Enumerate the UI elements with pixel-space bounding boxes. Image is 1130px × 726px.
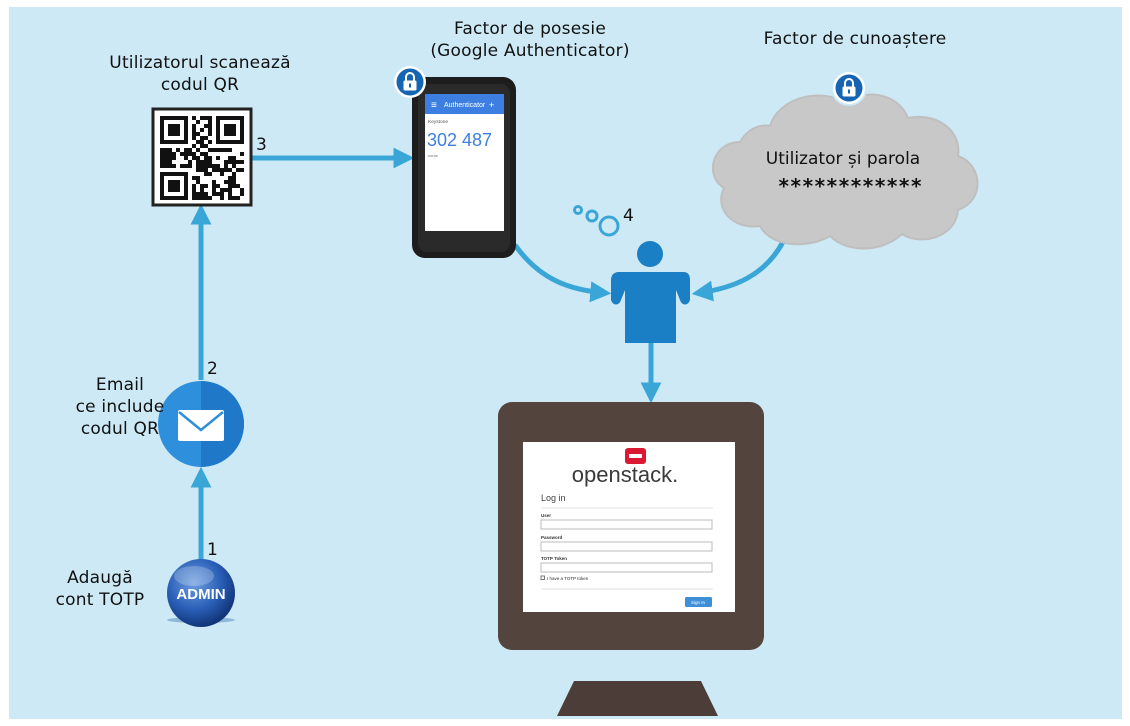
authenticator-app-title: Authenticator <box>444 102 486 109</box>
user-label: User <box>541 513 551 518</box>
authenticator-account: Keystone <box>428 119 448 125</box>
login-heading: Log in <box>541 493 566 503</box>
step-2: 2 <box>207 359 218 379</box>
email-envelope-icon <box>158 381 244 467</box>
totp-field <box>540 562 713 573</box>
totp-label: TOTP Token <box>541 556 567 561</box>
phone <box>412 77 516 258</box>
lock-icon <box>833 72 865 104</box>
arrow-phone-to-user <box>512 243 612 303</box>
knowledge-factor-label: Factor de cunoaștere <box>763 29 947 49</box>
authenticator-code-sub: name <box>428 153 439 158</box>
lock-icon <box>394 66 426 98</box>
admin-badge-icon <box>167 559 235 627</box>
thought-bubbles <box>573 205 620 237</box>
user-field <box>540 519 713 530</box>
password-label: Password <box>541 535 563 540</box>
cloud-password-mask: ************ <box>778 174 923 198</box>
credentials-cloud <box>711 70 979 250</box>
openstack-logo-icon <box>625 448 646 464</box>
cloud-credentials: Utilizator și parola <box>766 149 920 169</box>
sign-in-label: Sign In <box>691 600 706 605</box>
totp-checkbox-label: I have a TOTP token <box>547 576 589 581</box>
authenticator-menu-icon: ≡ <box>431 100 437 111</box>
scan-qr-label: Utilizatorul scanează codul QR <box>109 53 291 95</box>
authenticator-add-icon: + <box>489 100 494 110</box>
authenticator-code: 302 487 <box>427 130 492 150</box>
step-4: 4 <box>623 206 634 226</box>
login-form <box>540 507 713 590</box>
user-person-icon <box>611 241 690 343</box>
openstack-brand: openstack. <box>572 462 678 487</box>
totp-checkbox <box>540 575 545 580</box>
arrow-cloud-to-user <box>691 240 786 302</box>
step-3: 3 <box>256 135 267 155</box>
password-field <box>540 541 713 552</box>
admin-badge-label: ADMIN <box>176 586 225 603</box>
step-1: 1 <box>207 540 218 560</box>
qr-code <box>151 107 253 207</box>
email-label: Email ce include codul QR <box>75 375 165 439</box>
sign-in-button <box>685 597 712 607</box>
possession-factor-label: Factor de posesie (Google Authenticator) <box>430 19 630 61</box>
add-totp-label: Adaugă cont TOTP <box>55 568 145 610</box>
